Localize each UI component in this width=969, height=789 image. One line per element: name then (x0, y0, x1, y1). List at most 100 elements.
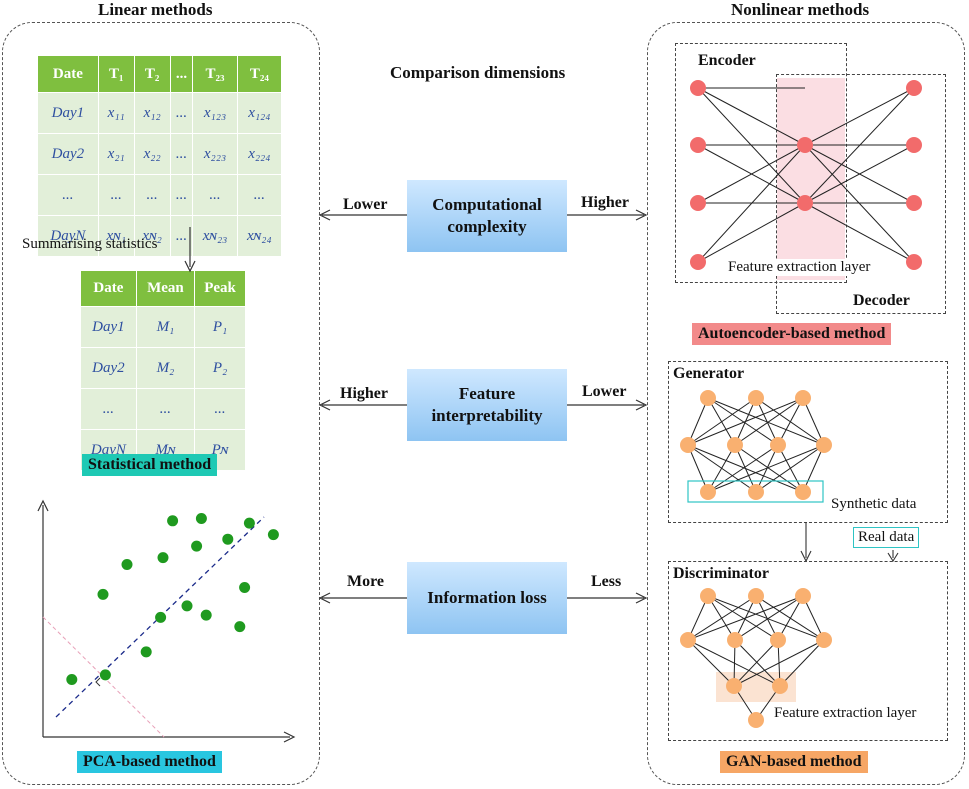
nonlinear-methods-panel (647, 22, 965, 785)
disc-node (816, 632, 832, 648)
ae-input-node (690, 195, 706, 211)
table2-header-cell: Date (80, 270, 137, 307)
generator-box (668, 361, 948, 523)
ae-input-node (690, 137, 706, 153)
information-loss-right-label: Less (591, 573, 622, 590)
gen-node (816, 437, 832, 453)
nonlinear-methods-header: Nonlinear methods (731, 0, 870, 19)
disc-node (700, 588, 716, 604)
pca-scatter-plot (37, 499, 296, 743)
feature-layer-highlight (777, 78, 845, 280)
table2-header-cell: Peak (194, 270, 246, 307)
scatter-point (200, 609, 212, 621)
comparison-arrows (318, 209, 648, 604)
table1-header-cell: ... (169, 55, 194, 93)
scatter-point (239, 582, 251, 593)
real-data-box: Real data (853, 527, 920, 548)
autoencoder-method-tag: Autoencoder-based method (692, 323, 892, 345)
table1-header-cell: T₁ (97, 55, 135, 93)
table2-cell: Day1 (80, 306, 137, 348)
table2-cell: M₂ (135, 347, 196, 389)
table1-cell: ... (169, 174, 194, 216)
gan-method-tag: GAN-based method (720, 751, 868, 773)
decoder-box (776, 74, 946, 314)
scatter-point (267, 529, 279, 541)
table1-cell: ... (192, 174, 238, 216)
scatter-point (140, 646, 152, 658)
disc-node (727, 632, 743, 648)
complexity-left-label: Lower (343, 196, 388, 213)
information-loss-left-label: More (347, 573, 385, 590)
comparison-box-interpretability: Feature interpretability (407, 369, 567, 441)
scatter-point (66, 674, 78, 685)
table1-cell: x₂₁ (97, 133, 135, 175)
table2-cell: P₂ (194, 347, 246, 389)
linear-methods-header: Linear methods (98, 0, 213, 19)
gen-node (795, 484, 811, 500)
scatter-point (222, 533, 234, 545)
comparison-dimensions-header: Comparison dimensions (390, 63, 566, 82)
gen-node (748, 484, 764, 500)
disc-node (772, 678, 788, 694)
synthetic-output-box (687, 480, 824, 503)
scatter-point (155, 611, 167, 623)
scatter-point (157, 552, 169, 564)
table1-cell: ... (169, 92, 194, 134)
ae-output-node (906, 195, 922, 211)
disc-node (726, 678, 742, 694)
ae-output-node (906, 254, 922, 270)
table2-cell: ... (194, 388, 246, 430)
scatter-point (97, 588, 109, 600)
disc-node (748, 588, 764, 604)
table2-cell: P₁ (194, 306, 246, 348)
scatter-point (234, 621, 246, 633)
table1-cell: xɴ₂₃ (192, 215, 238, 257)
table1-header-cell: Date (37, 55, 99, 93)
discriminator-network (680, 588, 832, 728)
table1-cell: x₁₁ (97, 92, 135, 134)
disc-node (748, 712, 764, 728)
table1-header-cell: T₂ (133, 55, 171, 93)
generator-network (680, 390, 832, 503)
scatter-point (99, 669, 111, 681)
table1-cell: x₁₂₃ (192, 92, 238, 134)
table1-cell: DayN (37, 215, 99, 257)
autoencoder-network (690, 80, 922, 270)
scatter-point (121, 559, 133, 570)
table1-cell: x₁₂₄ (236, 92, 283, 134)
generator-label: Generator (673, 365, 745, 382)
raw-data-table: Date T₁ T₂ ... T₂₃ T₂₄ Day1 x₁₁ x₁₂ ... … (37, 55, 283, 257)
table2-cell: M₁ (135, 306, 196, 348)
ae-input-node (690, 80, 706, 96)
table1-cell: ... (169, 133, 194, 175)
table2-cell: ... (135, 388, 196, 430)
table1-cell: x₁₂ (133, 92, 171, 134)
discriminator-label: Discriminator (673, 565, 769, 582)
gen-node (700, 390, 716, 406)
table1-header-cell: T₂₄ (236, 55, 283, 93)
ae-output-node (906, 137, 922, 153)
discriminator-box (668, 561, 948, 741)
interpretability-left-label: Higher (340, 385, 388, 402)
gen-node (700, 484, 716, 500)
table2-header-cell: Mean (135, 270, 196, 307)
disc-feature-layer-label: Feature extraction layer (774, 705, 917, 721)
encoder-box (675, 43, 847, 283)
table1-cell: ... (236, 174, 283, 216)
table1-cell: ... (169, 215, 194, 257)
ae-latent-node (797, 137, 813, 153)
table1-cell: ... (133, 174, 171, 216)
table1-cell: xɴ₂ (133, 215, 171, 257)
statistics-table: Date Mean Peak Day1 M₁ P₁ Day2 M₂ P₂ ...… (80, 270, 246, 471)
table2-cell: Day2 (80, 347, 137, 389)
statistical-method-tag: Statistical method (82, 454, 218, 476)
comparison-box-information-loss: Information loss (407, 562, 567, 634)
gen-node (795, 390, 811, 406)
scatter-point (167, 515, 179, 527)
scatter-point (243, 517, 255, 529)
gen-node (680, 437, 696, 453)
disc-node (795, 588, 811, 604)
table1-header-cell: T₂₃ (192, 55, 238, 93)
scatter-point (181, 600, 193, 612)
summarising-statistics-label: Summarising statistics (22, 236, 158, 252)
